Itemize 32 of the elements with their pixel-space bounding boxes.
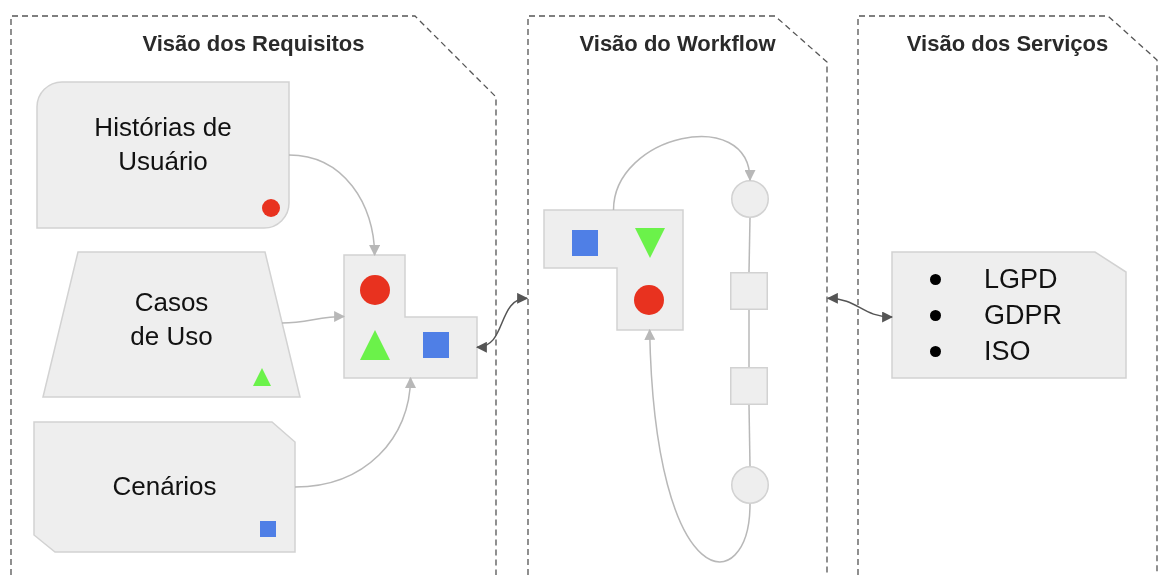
view-panel xyxy=(527,15,828,575)
circle-shape xyxy=(731,180,769,218)
view-panel xyxy=(857,15,1158,575)
card-label: Histórias de Usuário xyxy=(93,111,233,178)
card-label: Casos de Uso xyxy=(129,285,214,353)
box-shape xyxy=(344,255,477,378)
arrow xyxy=(294,376,416,488)
box-shape xyxy=(730,272,768,310)
box-shape xyxy=(730,367,768,405)
panel-title: Visão dos Requisitos xyxy=(142,31,365,57)
requirement-card xyxy=(34,422,295,552)
panel-title: Visão do Workflow xyxy=(579,31,776,57)
connector-line xyxy=(748,217,751,273)
arrow xyxy=(826,293,894,322)
requirement-card xyxy=(37,82,289,228)
arrow xyxy=(281,311,346,324)
list-item: GDPR xyxy=(930,297,1062,333)
arrow xyxy=(612,135,754,211)
box-shape xyxy=(544,210,683,330)
connector-line xyxy=(748,309,750,368)
arrow xyxy=(475,294,529,352)
note-card xyxy=(892,252,1126,378)
connector-line xyxy=(748,404,751,467)
requirement-card xyxy=(43,252,300,397)
arrow xyxy=(644,328,751,562)
list-item: LGPD xyxy=(930,261,1058,297)
list-item: ISO xyxy=(930,333,1031,369)
arrow xyxy=(288,154,380,257)
panel-title: Visão dos Serviços xyxy=(906,31,1109,57)
view-panel xyxy=(10,15,497,575)
card-label: Cenários xyxy=(112,470,217,504)
circle-shape xyxy=(731,466,769,504)
